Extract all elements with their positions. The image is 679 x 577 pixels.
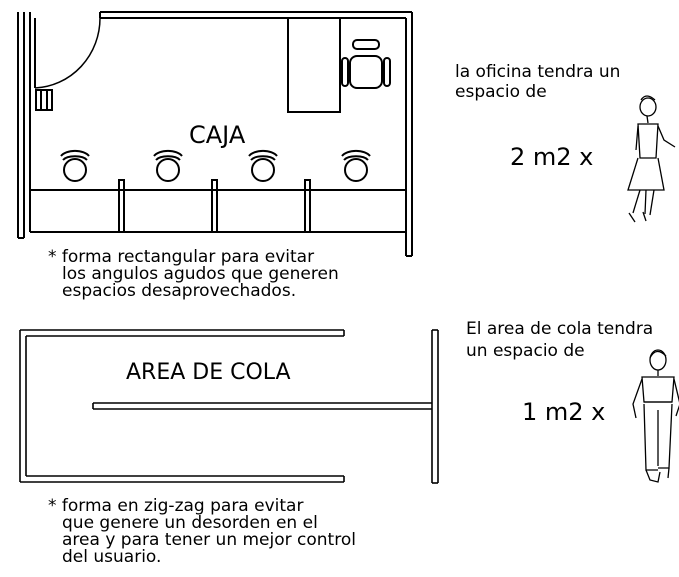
man-figure-icon	[632, 349, 679, 483]
queue-note-line: del usuario.	[62, 547, 162, 567]
office-side-line: la oficina tendra un	[455, 62, 621, 82]
counter-dividers	[118, 179, 311, 233]
caja-label: CAJA	[189, 121, 246, 149]
office-note-line: espacios desaprovechados.	[62, 281, 297, 301]
queue-walls	[19, 329, 439, 484]
cabinet	[35, 89, 53, 111]
office-note-line: * forma rectangular para evitar	[48, 247, 315, 267]
cashier-stools	[60, 149, 371, 182]
office-side-line: espacio de	[455, 82, 547, 102]
queue-side-line: un espacio de	[466, 341, 585, 361]
queue-side-line: El area de cola tendra	[466, 319, 654, 339]
office-chair	[341, 39, 391, 89]
queue-label: AREA DE COLA	[126, 360, 291, 385]
desk	[287, 17, 341, 113]
woman-figure-icon	[627, 95, 676, 223]
queue-note-line: * forma en zig-zag para evitar	[48, 496, 304, 516]
queue-note-line: que genere un desorden en el	[62, 513, 318, 533]
door	[29, 17, 101, 90]
office-note-line: los angulos agudos que generen	[62, 264, 339, 284]
queue-measure: 1 m2 x	[522, 398, 606, 426]
queue-note-line: area y para tener un mejor control	[62, 530, 356, 550]
office-measure: 2 m2 x	[510, 143, 594, 171]
